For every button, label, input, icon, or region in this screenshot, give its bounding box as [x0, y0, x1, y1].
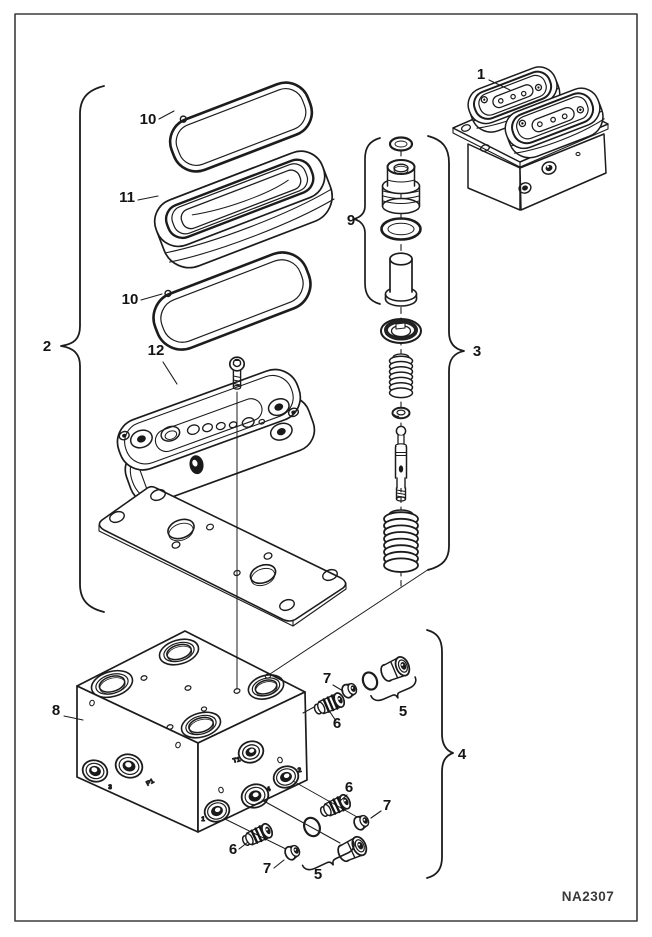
callout-part-2: 2 [43, 338, 51, 355]
port-label-2: 2 [297, 767, 303, 775]
orifice-fitting-6 [319, 793, 352, 817]
o-ring-5 [361, 671, 379, 691]
brace-group-2 [60, 85, 105, 613]
seal-washer [380, 318, 422, 344]
callout-part-7-b: 7 [383, 797, 391, 814]
valve-block-part-8: 3 P1 T1 2 4 1 [76, 630, 308, 833]
boot-part-11 [153, 150, 335, 269]
o-ring-small [388, 136, 414, 152]
block-bore [90, 669, 134, 699]
callout-part-6-c: 6 [229, 841, 237, 858]
callout-part-11: 11 [119, 189, 135, 206]
callout-part-5-b: 5 [314, 866, 322, 883]
callout-part-5: 5 [399, 703, 407, 720]
port-3 [81, 759, 109, 783]
assembly-boot-front [504, 87, 605, 159]
callouts: 1 2 3 4 9 10 11 10 12 8 7 6 5 6 7 6 7 5 [43, 66, 485, 883]
plug-5 [337, 835, 368, 863]
o-ring-5 [303, 816, 321, 838]
port-1 [203, 799, 231, 823]
brace-group-3 [427, 135, 465, 571]
callout-part-10: 10 [140, 111, 157, 128]
port-2 [272, 765, 300, 789]
callout-part-12: 12 [148, 342, 165, 359]
spring-small [388, 353, 414, 399]
orifice-fitting-6 [241, 822, 274, 846]
callout-part-9: 9 [347, 212, 355, 229]
cartridge-stack [380, 136, 422, 587]
bracket-5 [370, 676, 417, 702]
orifice-fitting-6 [313, 692, 346, 715]
leader-line-stack [269, 568, 430, 675]
plug-part-9 [381, 159, 421, 215]
cap-screw [228, 356, 246, 390]
port-label-p1: P1 [145, 778, 156, 788]
port-p1 [114, 753, 144, 779]
figure-border [14, 13, 638, 922]
callout-part-6: 6 [333, 715, 341, 732]
plug-7 [284, 844, 301, 861]
port-label-t1: T1 [232, 756, 241, 765]
fitting-group-mid [261, 799, 368, 871]
drawing-code: NA2307 [562, 889, 615, 904]
callout-part-10-b: 10 [122, 291, 139, 308]
spool-valve [394, 425, 408, 502]
bracket-5 [301, 840, 355, 871]
piston-pin [384, 252, 418, 307]
callout-part-7-c: 7 [263, 860, 271, 877]
port-label-1: 1 [201, 816, 205, 823]
o-ring-large [380, 217, 422, 241]
callout-part-4: 4 [458, 746, 467, 763]
gasket-part-10-top [168, 81, 314, 173]
fitting-group-upper [302, 656, 417, 715]
callout-leaders [63, 79, 511, 869]
fitting-group-port2 [292, 780, 370, 831]
port-label-3: 3 [108, 784, 112, 791]
assembly-port [518, 151, 581, 194]
mounting-plate [98, 485, 347, 627]
screw-hole [233, 688, 241, 694]
port-label-4: 4 [266, 786, 272, 794]
brace-group-9 [353, 137, 381, 305]
brace-group-4 [426, 629, 454, 879]
block-bore [158, 638, 200, 666]
washer-small [391, 406, 411, 420]
fitting-group-port1 [224, 818, 301, 861]
block-bore [247, 674, 285, 700]
port-t1 [237, 740, 265, 764]
gasket-part-10-bottom [152, 251, 312, 351]
callout-part-6-b: 6 [345, 779, 353, 796]
plug-5 [380, 656, 411, 682]
spring-large [383, 509, 419, 573]
block-bore [180, 711, 222, 739]
callout-part-7: 7 [323, 670, 331, 687]
assembly-part-1 [452, 66, 609, 211]
port-4 [240, 783, 270, 809]
plug-7 [341, 682, 358, 699]
callout-part-8: 8 [52, 702, 60, 719]
callout-part-3: 3 [473, 343, 481, 360]
plug-7 [353, 814, 370, 831]
manifold-part-12 [116, 368, 316, 504]
callout-part-1: 1 [477, 66, 485, 83]
